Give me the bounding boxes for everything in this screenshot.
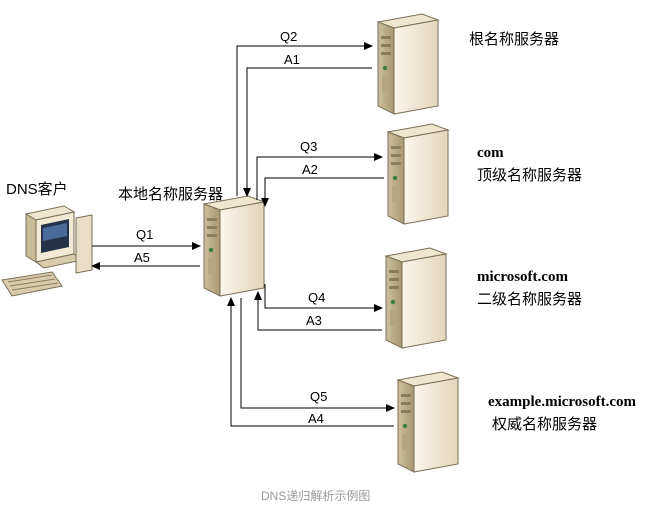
label-a1: A1 [284,52,300,67]
arrow-q4 [264,284,383,312]
label-q5: Q5 [310,389,328,404]
second-level-server-icon [385,247,447,349]
root-server-icon [377,13,439,115]
label-a2: A2 [302,162,318,177]
tld-domain-label: com [477,145,504,161]
label-q3: Q3 [300,139,318,154]
arrow-a3 [254,291,382,331]
label-q4: Q4 [308,290,326,305]
label-a5: A5 [134,250,150,265]
label-a4: A4 [308,411,324,426]
local-server-icon [203,195,265,297]
auth-domain-label: example.microsoft.com [488,394,637,410]
second-domain-label: microsoft.com [477,269,568,285]
label-q1: Q1 [136,227,154,242]
tld-server-icon [387,123,449,225]
arrow-a2 [261,177,384,207]
root-server-label: 根名称服务器 [469,31,560,48]
arrow-q2 [236,42,373,196]
auth-server-label: 权威名称服务器 [492,416,598,433]
figure-caption: DNS递归解析示例图 [261,489,371,503]
arrow-q5 [240,298,395,412]
arrow-q3 [256,153,383,200]
client-computer-icon [1,205,93,297]
tld-server-label: 顶级名称服务器 [477,167,583,184]
arrow-a4 [227,297,394,427]
client-label: DNS客户 [6,181,68,198]
local-server-label: 本地名称服务器 [118,186,224,203]
second-server-label: 二级名称服务器 [477,291,583,308]
label-a3: A3 [306,313,322,328]
authoritative-server-icon [397,371,459,473]
arrow-a1 [243,67,372,197]
label-q2: Q2 [280,29,298,44]
